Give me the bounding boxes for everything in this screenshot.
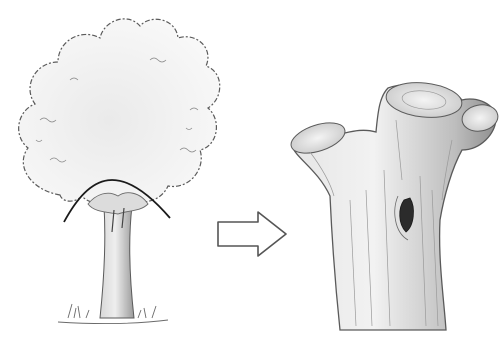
- tree-canopy: [19, 19, 220, 204]
- pollard-trunk: [287, 79, 500, 330]
- arrow-right-icon: [218, 212, 286, 256]
- tree-trunk: [100, 206, 134, 318]
- tree-left: [19, 19, 220, 324]
- tree-crown: [88, 193, 148, 214]
